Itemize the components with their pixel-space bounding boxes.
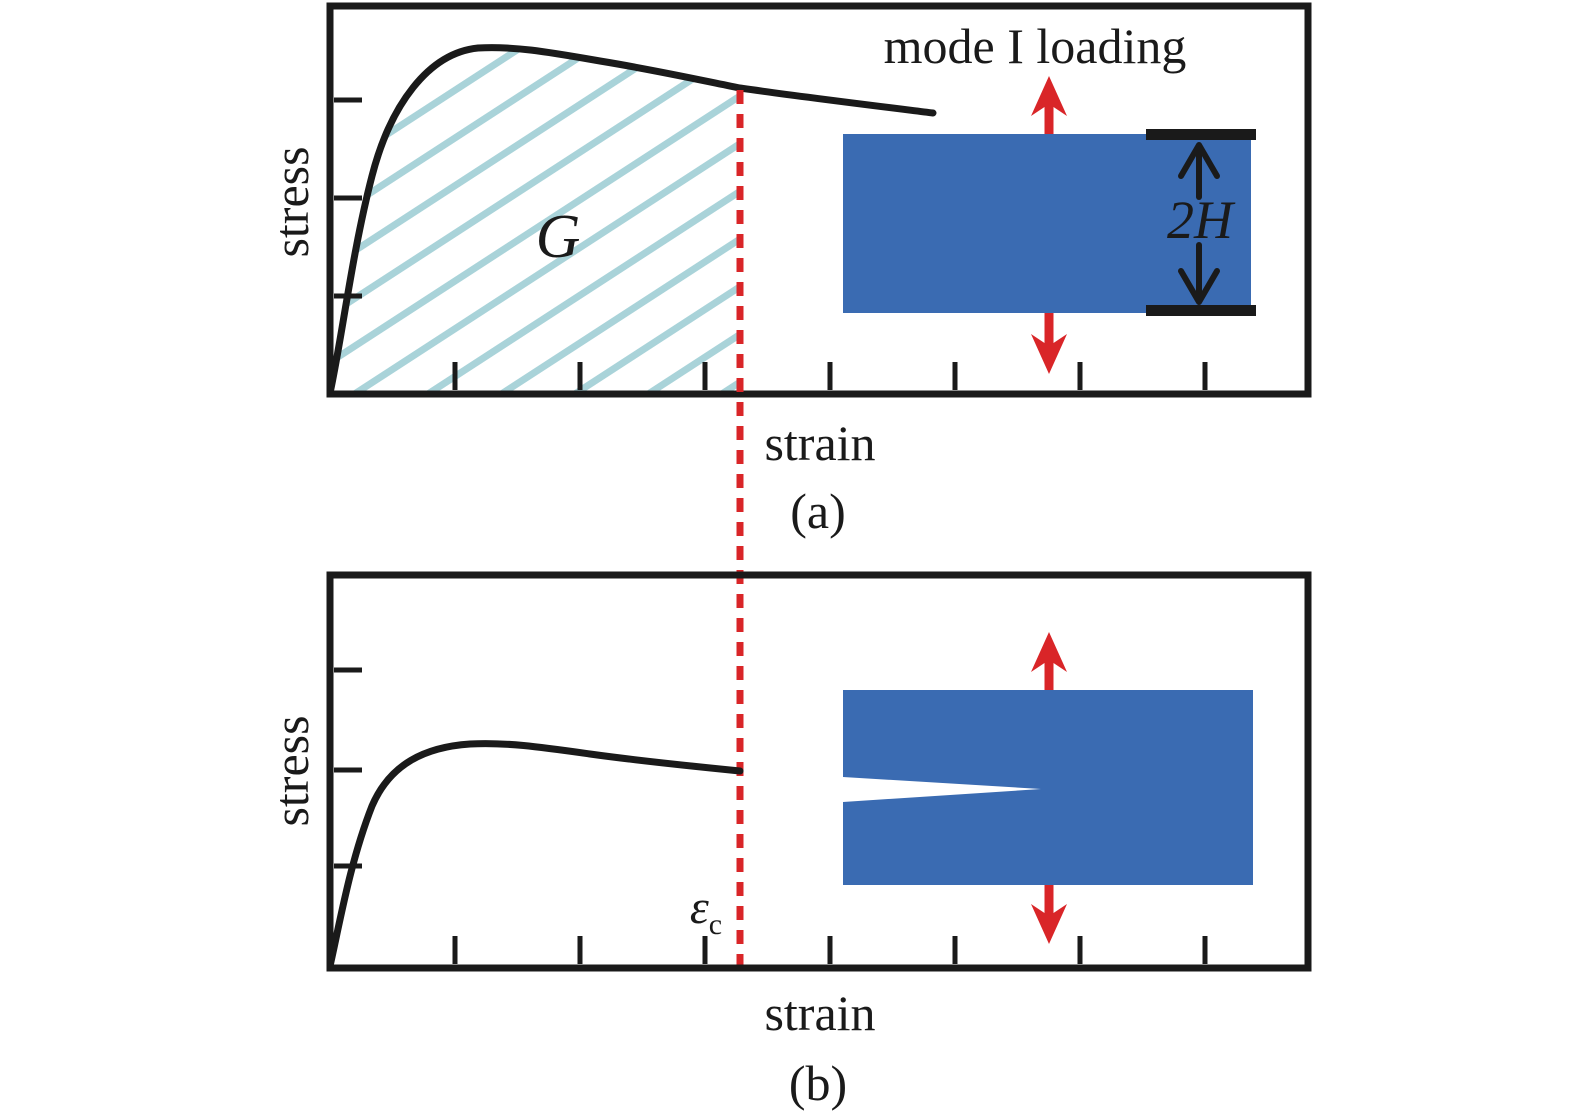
mode1-arrow-up-a (1031, 76, 1067, 134)
mode1-arrow-up-b (1031, 632, 1067, 690)
mode1-arrow-down-a (1031, 313, 1067, 374)
panel-b-frame (326, 571, 1312, 972)
clamp-bar-top (1146, 129, 1256, 140)
specimen-block-a (843, 134, 1251, 313)
mode1-loading-title: mode I loading (883, 18, 1187, 74)
panel-a-stress-strain-curve (326, 44, 937, 397)
specimen-height-label-2h: 2H (1167, 190, 1233, 250)
panel-a-caption: (a) (790, 483, 846, 539)
panel-b-y-ticks (334, 667, 362, 869)
panel-b-stress-strain-curve (326, 740, 744, 970)
mode1-arrow-down-b (1031, 885, 1067, 944)
panel-b-caption: (b) (788, 1055, 848, 1111)
critical-strain-label: εc (690, 884, 722, 940)
critical-strain-symbol: ε (689, 881, 709, 935)
panel-a-y-ticks (334, 97, 362, 299)
panel-a-frame (326, 2, 1312, 398)
panel-a-energy-area-hatch (330, 47, 740, 391)
clamp-bar-bottom (1146, 305, 1256, 316)
energy-release-label-g: G (535, 203, 581, 271)
panel-a-x-ticks (452, 362, 1208, 390)
panel-b-x-ticks (452, 936, 1208, 964)
critical-strain-subscript: c (708, 907, 723, 941)
panel-a-x-axis-label: strain (764, 415, 876, 471)
crack-notch (843, 777, 1041, 802)
panel-a-y-axis-label: stress (263, 146, 319, 258)
panel-b-y-axis-label: stress (263, 715, 319, 827)
dimension-arrow-2h (1178, 142, 1220, 305)
panel-b-x-axis-label: strain (764, 985, 876, 1041)
